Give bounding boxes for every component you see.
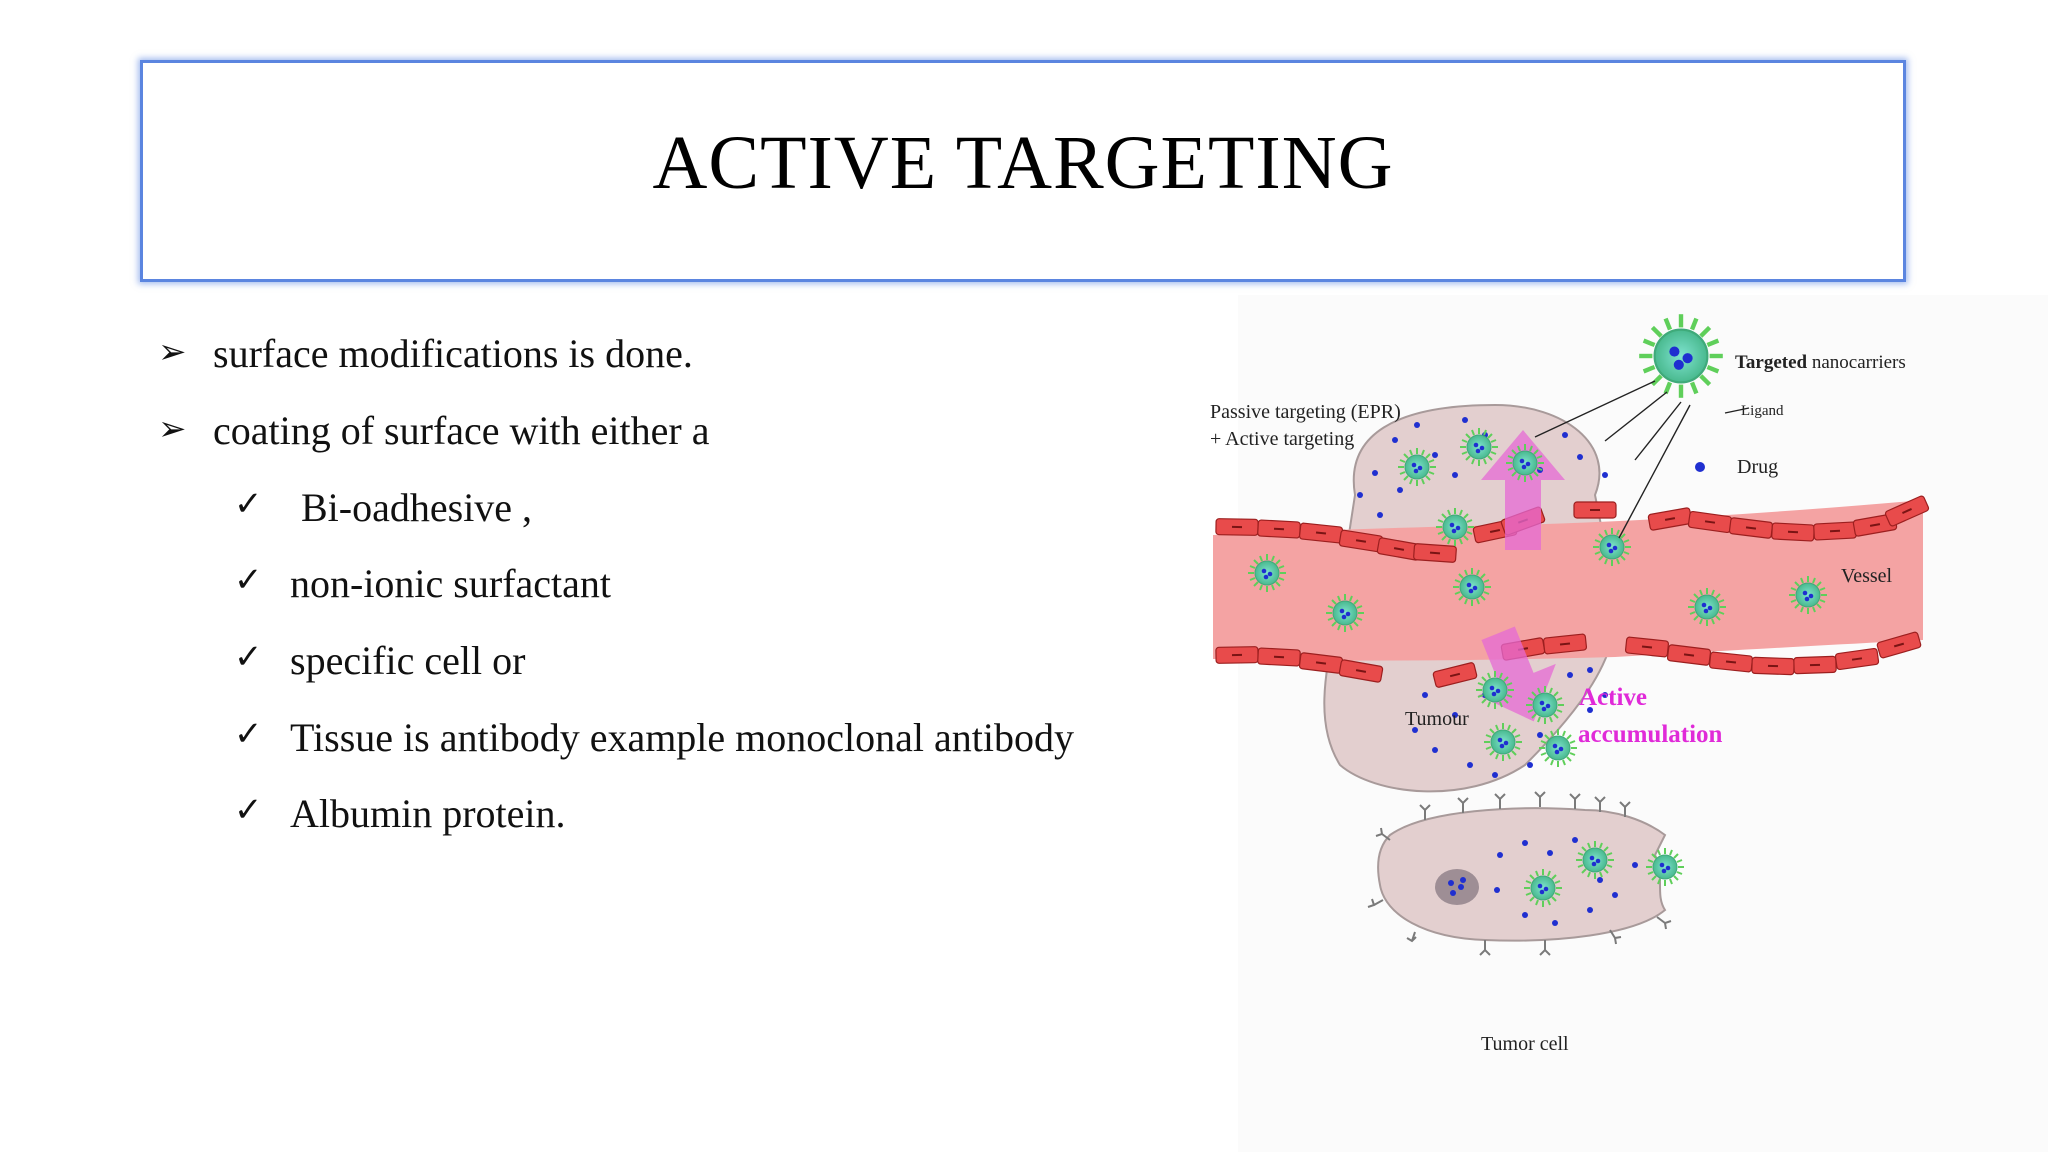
slide-title: ACTIVE TARGETING	[652, 120, 1394, 205]
label-accumulation: accumulation	[1578, 721, 1723, 748]
label-active-targeting: + Active targeting	[1210, 428, 1354, 450]
check-icon: ✓	[234, 792, 263, 829]
label-drug: Drug	[1737, 456, 1778, 478]
sub-bullet-item: specific cell or	[290, 638, 526, 683]
sub-bullet-item: Bi-oadhesive ,	[301, 485, 533, 530]
label-vessel: Vessel	[1841, 565, 1893, 587]
check-icon: ✓	[234, 486, 263, 523]
sub-bullet-item: Albumin protein.	[290, 791, 566, 836]
title-box: ACTIVE TARGETING	[140, 60, 1906, 282]
bullet-item: coating of surface with either a	[213, 408, 710, 453]
check-icon: ✓	[234, 639, 263, 676]
sub-bullet-item: Tissue is antibody example monoclonal an…	[290, 715, 1075, 760]
check-icon: ✓	[234, 716, 263, 753]
arrow-bullet-icon: ➢	[158, 411, 187, 448]
extravasation-arrow-up	[1481, 430, 1565, 550]
label-tumor-cell: Tumor cell	[1481, 1033, 1569, 1055]
bullet-item: surface modifications is done.	[213, 331, 693, 376]
check-icon: ✓	[234, 562, 263, 599]
drug-legend-dot	[1695, 462, 1705, 472]
arrow-bullet-icon: ➢	[158, 334, 187, 371]
label-active: Active	[1579, 684, 1647, 711]
sub-bullet-item: non-ionic surfactant	[290, 561, 611, 606]
label-passive-targeting: Passive targeting (EPR)	[1210, 401, 1401, 423]
label-tumour: Tumour	[1405, 708, 1469, 730]
targeting-diagram: Targeted nanocarriers Ligand Drug Passiv…	[1195, 295, 2048, 1152]
targeting-arrows	[1534, 380, 1750, 539]
tumor-cell	[1367, 791, 1685, 956]
label-ligand: Ligand	[1741, 403, 1784, 419]
label-targeted: Targeted nanocarriers	[1735, 352, 1906, 373]
